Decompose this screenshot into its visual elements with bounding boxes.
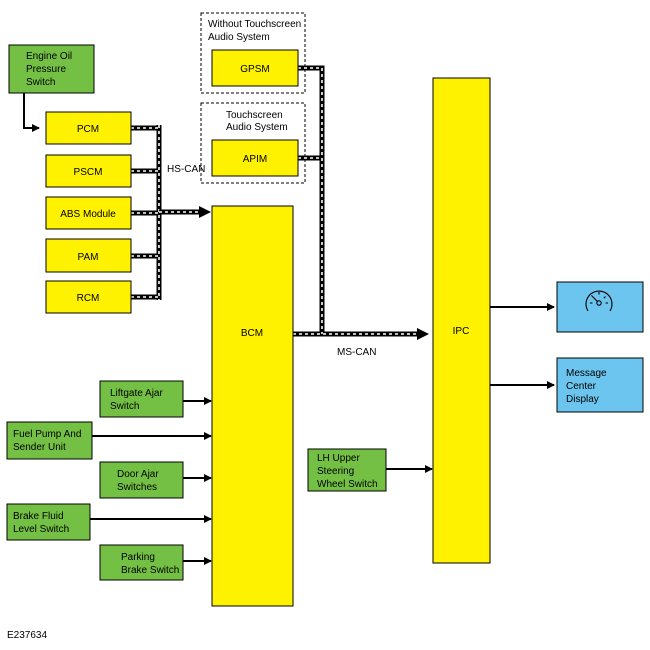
- group-without-touchscreen-line2: Audio System: [208, 32, 270, 43]
- abs-module-label: ABS Module: [60, 209, 116, 220]
- group-without-touchscreen-line1: Without Touchscreen: [208, 19, 301, 30]
- rcm-module: RCM: [45, 280, 132, 314]
- message-center-line1: Message: [566, 368, 607, 379]
- door-ajar-line1: Door Ajar: [117, 469, 159, 480]
- engine-oil-pressure-switch: Engine Oil Pressure Switch: [8, 44, 95, 94]
- parking-brake-line2: Brake Switch: [121, 565, 179, 576]
- speedometer-icon: [585, 290, 613, 312]
- engine-oil-line3: Switch: [26, 77, 55, 88]
- speedometer-output: [556, 281, 644, 333]
- pam-label: PAM: [78, 252, 99, 263]
- pcm-label: PCM: [77, 124, 99, 135]
- hs-can-label: HS-CAN: [167, 164, 205, 175]
- group-touchscreen: Touchscreen Audio System: [200, 102, 306, 184]
- ipc-label: IPC: [453, 326, 470, 337]
- group-without-touchscreen: Without Touchscreen Audio System: [200, 12, 306, 94]
- group-touchscreen-line2: Audio System: [226, 122, 288, 133]
- pscm-module: PSCM: [45, 154, 132, 188]
- liftgate-line2: Switch: [110, 401, 139, 412]
- parking-brake-switch: Parking Brake Switch: [99, 544, 184, 581]
- door-ajar-switches: Door Ajar Switches: [99, 461, 184, 499]
- gpsm-module: GPSM: [211, 49, 299, 87]
- engine-oil-line2: Pressure: [26, 64, 66, 75]
- fuel-pump-line2: Sender Unit: [13, 442, 66, 453]
- ms-can-bus: [293, 65, 429, 340]
- door-ajar-line2: Switches: [117, 482, 157, 493]
- ms-can-label: MS-CAN: [337, 347, 376, 358]
- lh-upper-steering-wheel-switch: LH Upper Steering Wheel Switch: [307, 448, 387, 492]
- lh-steering-line1: LH Upper: [317, 453, 360, 464]
- gpsm-label: GPSM: [240, 64, 269, 75]
- lh-steering-line2: Steering: [317, 466, 354, 477]
- bcm-module: BCM: [211, 205, 294, 607]
- figure-id: E237634: [7, 630, 47, 641]
- pam-module: PAM: [45, 238, 132, 273]
- liftgate-line1: Liftgate Ajar: [110, 388, 163, 399]
- message-center-line3: Display: [566, 394, 599, 405]
- lh-steering-line3: Wheel Switch: [317, 479, 378, 490]
- rcm-label: RCM: [77, 293, 100, 304]
- brake-fluid-level-switch: Brake Fluid Level Switch: [6, 503, 91, 541]
- bcm-label: BCM: [241, 328, 263, 339]
- fuel-pump-sender-unit: Fuel Pump And Sender Unit: [6, 421, 93, 460]
- group-touchscreen-line1: Touchscreen: [226, 110, 283, 121]
- abs-module: ABS Module: [45, 196, 132, 230]
- fuel-pump-line1: Fuel Pump And: [13, 429, 81, 440]
- brake-fluid-line1: Brake Fluid: [13, 511, 64, 522]
- hs-can-bus: [131, 125, 211, 300]
- engine-oil-line1: Engine Oil: [26, 51, 72, 62]
- message-center-display: Message Center Display: [556, 357, 644, 413]
- apim-module: APIM: [211, 139, 299, 177]
- pcm-module: PCM: [45, 111, 132, 145]
- brake-fluid-line2: Level Switch: [13, 524, 69, 535]
- parking-brake-line1: Parking: [121, 552, 155, 563]
- pscm-label: PSCM: [74, 167, 103, 178]
- message-center-line2: Center: [566, 381, 597, 392]
- apim-label: APIM: [243, 154, 267, 165]
- ipc-module: IPC: [432, 77, 491, 564]
- liftgate-ajar-switch: Liftgate Ajar Switch: [99, 380, 184, 418]
